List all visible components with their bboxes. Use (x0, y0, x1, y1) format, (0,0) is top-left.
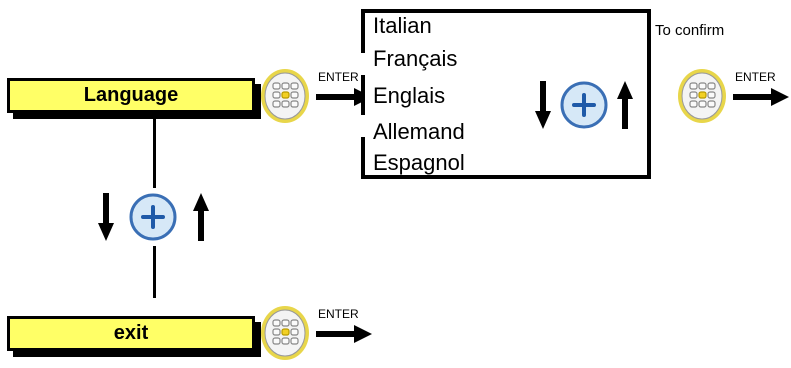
language-list-box: Italian Français Englais Allemand Espagn… (359, 9, 651, 179)
plus-button-icon[interactable] (128, 192, 178, 242)
language-label: Language (83, 84, 179, 106)
enter-label: ENTER (318, 307, 359, 321)
arrow-up-icon (617, 81, 633, 129)
arrow-down-icon (535, 81, 551, 129)
language-option-allemand[interactable]: Allemand (373, 119, 465, 144)
language-option-francais[interactable]: Français (373, 46, 458, 71)
connector-line-bottom (153, 246, 156, 298)
keypad-icon[interactable] (258, 66, 312, 126)
language-option-englais[interactable]: Englais (373, 83, 446, 108)
keypad-icon[interactable] (675, 66, 729, 126)
enter-label: ENTER (735, 70, 776, 84)
enter-label: ENTER (318, 70, 359, 84)
enter-arrow-icon (316, 324, 372, 344)
plus-button-icon[interactable] (559, 80, 609, 130)
language-option-espagnol[interactable]: Espagnol (373, 150, 465, 175)
list-border-gap (359, 53, 367, 75)
arrow-up-icon (193, 193, 209, 241)
to-confirm-text: To confirm (655, 22, 725, 39)
connector-line-top (153, 118, 156, 188)
exit-menu-item[interactable]: exit (7, 316, 255, 351)
enter-arrow-icon (733, 87, 789, 107)
list-border-gap (359, 115, 367, 137)
exit-label: exit (113, 322, 149, 344)
language-menu-item[interactable]: Language (7, 78, 255, 113)
keypad-icon[interactable] (258, 303, 312, 363)
language-option-italian[interactable]: Italian (373, 13, 432, 38)
arrow-down-icon (98, 193, 114, 241)
